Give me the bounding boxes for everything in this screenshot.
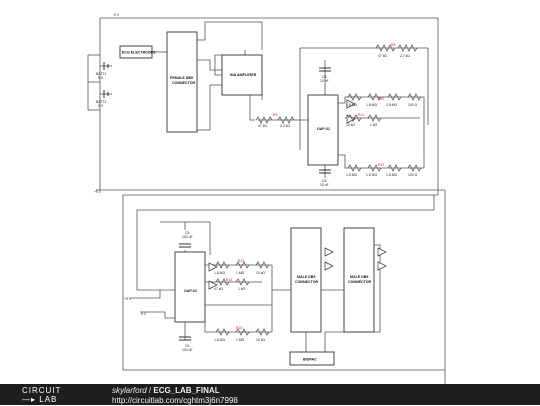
circuit-schematic[interactable]: BATT1 9 V BATT2 9 V ECG ELECTRODES FEMAL… — [0, 0, 540, 384]
r9-name: R9 — [273, 113, 277, 117]
resistor-r10[interactable]: R10 1.8 MΩ 1.8 MΩ 1.8 MΩ 100 Ω — [346, 93, 422, 107]
r11-name: R11 — [358, 113, 364, 117]
resistor-r13[interactable]: R13 1.8 MΩ 1 MΩ 10 kΩ — [214, 259, 270, 275]
resistor-r14[interactable]: R14 47 kΩ 1 kΩ — [214, 278, 250, 291]
footer-bar: CIRCUIT —▸ LAB skylarford / ECG_LAB_FINA… — [0, 384, 540, 405]
r9-value-a: 47 kΩ — [258, 124, 267, 128]
resistor-r9[interactable]: R9 47 kΩ 2.2 kΩ — [255, 113, 295, 128]
r12-value-1: 1.8 MΩ — [346, 173, 357, 177]
top-wires — [87, 17, 446, 384]
resistor-r12[interactable]: R12 1.8 MΩ 1.8 MΩ 1.8 MΩ 100 Ω — [346, 163, 422, 177]
r10-value-3: 1.8 MΩ — [386, 103, 397, 107]
r10-value-4: 100 Ω — [408, 103, 418, 107]
capacitor-c4[interactable]: C4 10 nF — [319, 169, 331, 187]
r13-value-2: 1 MΩ — [236, 271, 245, 275]
project-title: ECG_LAB_FINAL — [153, 386, 220, 395]
r14-value-1: 47 kΩ — [214, 287, 223, 291]
r15-value-2: 1 MΩ — [236, 338, 245, 342]
supply-pos-label: +9 V — [94, 190, 102, 194]
project-meta: skylarford / ECG_LAB_FINAL http://circui… — [112, 386, 238, 406]
r15-value-3: 10 kΩ — [256, 338, 265, 342]
r12-value-3: 1.8 MΩ — [386, 173, 397, 177]
r11-value-2: 1 kΩ — [370, 123, 378, 127]
opamp-1[interactable]: OAP-01 — [307, 94, 356, 166]
opamp-1-label: OAP-01 — [317, 127, 330, 131]
svg-text:MALE DB9: MALE DB9 — [297, 275, 315, 279]
svg-text:CONNECTOR: CONNECTOR — [295, 280, 318, 284]
female-db9-label: FEMALE DB9 — [170, 76, 193, 80]
r15-value-1: 1.8 MΩ — [214, 338, 225, 342]
c5-name: C5 — [185, 231, 189, 235]
separator: / — [146, 386, 154, 395]
r12-name: R12 — [378, 163, 384, 167]
battery-2-value: 9 V — [98, 104, 104, 108]
r13-name: R13 — [238, 259, 244, 263]
r8-name: R8 — [391, 43, 395, 47]
resistor-r11[interactable]: R11 10 kΩ 1 kΩ — [346, 113, 382, 127]
logo-bottom-text: —▸ LAB — [22, 395, 58, 404]
biopac-label: BIOPAC — [303, 358, 317, 362]
r9-value-b: 2.2 kΩ — [280, 124, 290, 128]
logo-lab-text: LAB — [39, 395, 58, 404]
c5-value: 100 nF — [182, 235, 193, 239]
battery-1[interactable]: BATT1 9 V — [96, 62, 112, 80]
capacitor-c5[interactable]: C5 100 nF — [179, 231, 193, 248]
battery-2[interactable]: BATT2 9 V — [96, 90, 112, 108]
ina-amplifier[interactable]: INA AMPLIFIER — [221, 54, 263, 96]
project-url[interactable]: http://circuitlab.com/cghtm3j6n7998 — [112, 396, 238, 405]
supply-pos-label-bottom: +9 V — [124, 297, 132, 301]
resistor-r8[interactable]: R8 47 kΩ 2.7 kΩ — [375, 43, 418, 58]
supply-neg-label-bottom: -9 V — [140, 312, 147, 316]
svg-text:CONNECTOR: CONNECTOR — [348, 280, 371, 284]
capacitor-c6[interactable]: C6 100 nF — [179, 336, 193, 352]
male-db9-connector-2[interactable]: MALE DB9 CONNECTOR — [343, 227, 387, 333]
ecg-electrodes[interactable]: ECG ELECTRODES — [119, 45, 156, 59]
r8-value-a: 47 kΩ — [378, 54, 387, 58]
r14-name: R14 — [226, 278, 232, 282]
battery-2-name: BATT2 — [96, 100, 106, 104]
capacitor-c3[interactable]: C3 10 nF — [319, 67, 331, 83]
c4-value: 10 nF — [320, 183, 329, 187]
ecg-electrodes-label: ECG ELECTRODES — [122, 51, 156, 55]
logo-top-text: CIRCUIT — [22, 386, 62, 395]
battery-1-value: 9 V — [98, 76, 104, 80]
supply-neg-label: -9 V — [113, 13, 120, 17]
resistor-r15[interactable]: R15 1.8 MΩ 1 MΩ 10 kΩ — [214, 326, 270, 342]
svg-text:MALE DB9: MALE DB9 — [350, 275, 368, 279]
biopac[interactable]: BIOPAC — [289, 351, 335, 366]
c3-value: 10 nF — [320, 79, 329, 83]
r15-name: R15 — [236, 326, 242, 330]
svg-text:CONNECTOR: CONNECTOR — [172, 81, 195, 85]
c6-name: C6 — [185, 344, 189, 348]
r12-value-4: 100 Ω — [408, 173, 418, 177]
battery-1-name: BATT1 — [96, 72, 106, 76]
opamp-2[interactable]: OAP-02 — [174, 251, 218, 323]
ina-amplifier-label: INA AMPLIFIER — [230, 73, 257, 77]
r13-value-3: 10 kΩ — [256, 271, 265, 275]
r8-value-b: 2.7 kΩ — [400, 54, 410, 58]
c4-name: C4 — [322, 179, 326, 183]
male-db9-connector-1[interactable]: MALE DB9 CONNECTOR — [290, 227, 334, 333]
author-link[interactable]: skylarford — [112, 386, 147, 395]
female-db9-connector[interactable]: FEMALE DB9 CONNECTOR — [166, 31, 198, 133]
opamp-2-label: OAP-02 — [184, 289, 197, 293]
r14-value-2: 1 kΩ — [238, 287, 246, 291]
r12-value-2: 1.8 MΩ — [366, 173, 377, 177]
r11-value-1: 10 kΩ — [346, 123, 355, 127]
c3-name: C3 — [322, 75, 326, 79]
r10-value-1: 1.8 MΩ — [346, 103, 357, 107]
circuitlab-logo[interactable]: CIRCUIT —▸ LAB — [22, 387, 61, 404]
c6-value: 100 nF — [182, 348, 193, 352]
r10-name: R10 — [378, 97, 384, 101]
r10-value-2: 1.8 MΩ — [366, 103, 377, 107]
bottom-wires — [130, 221, 381, 352]
r13-value-1: 1.8 MΩ — [214, 271, 225, 275]
